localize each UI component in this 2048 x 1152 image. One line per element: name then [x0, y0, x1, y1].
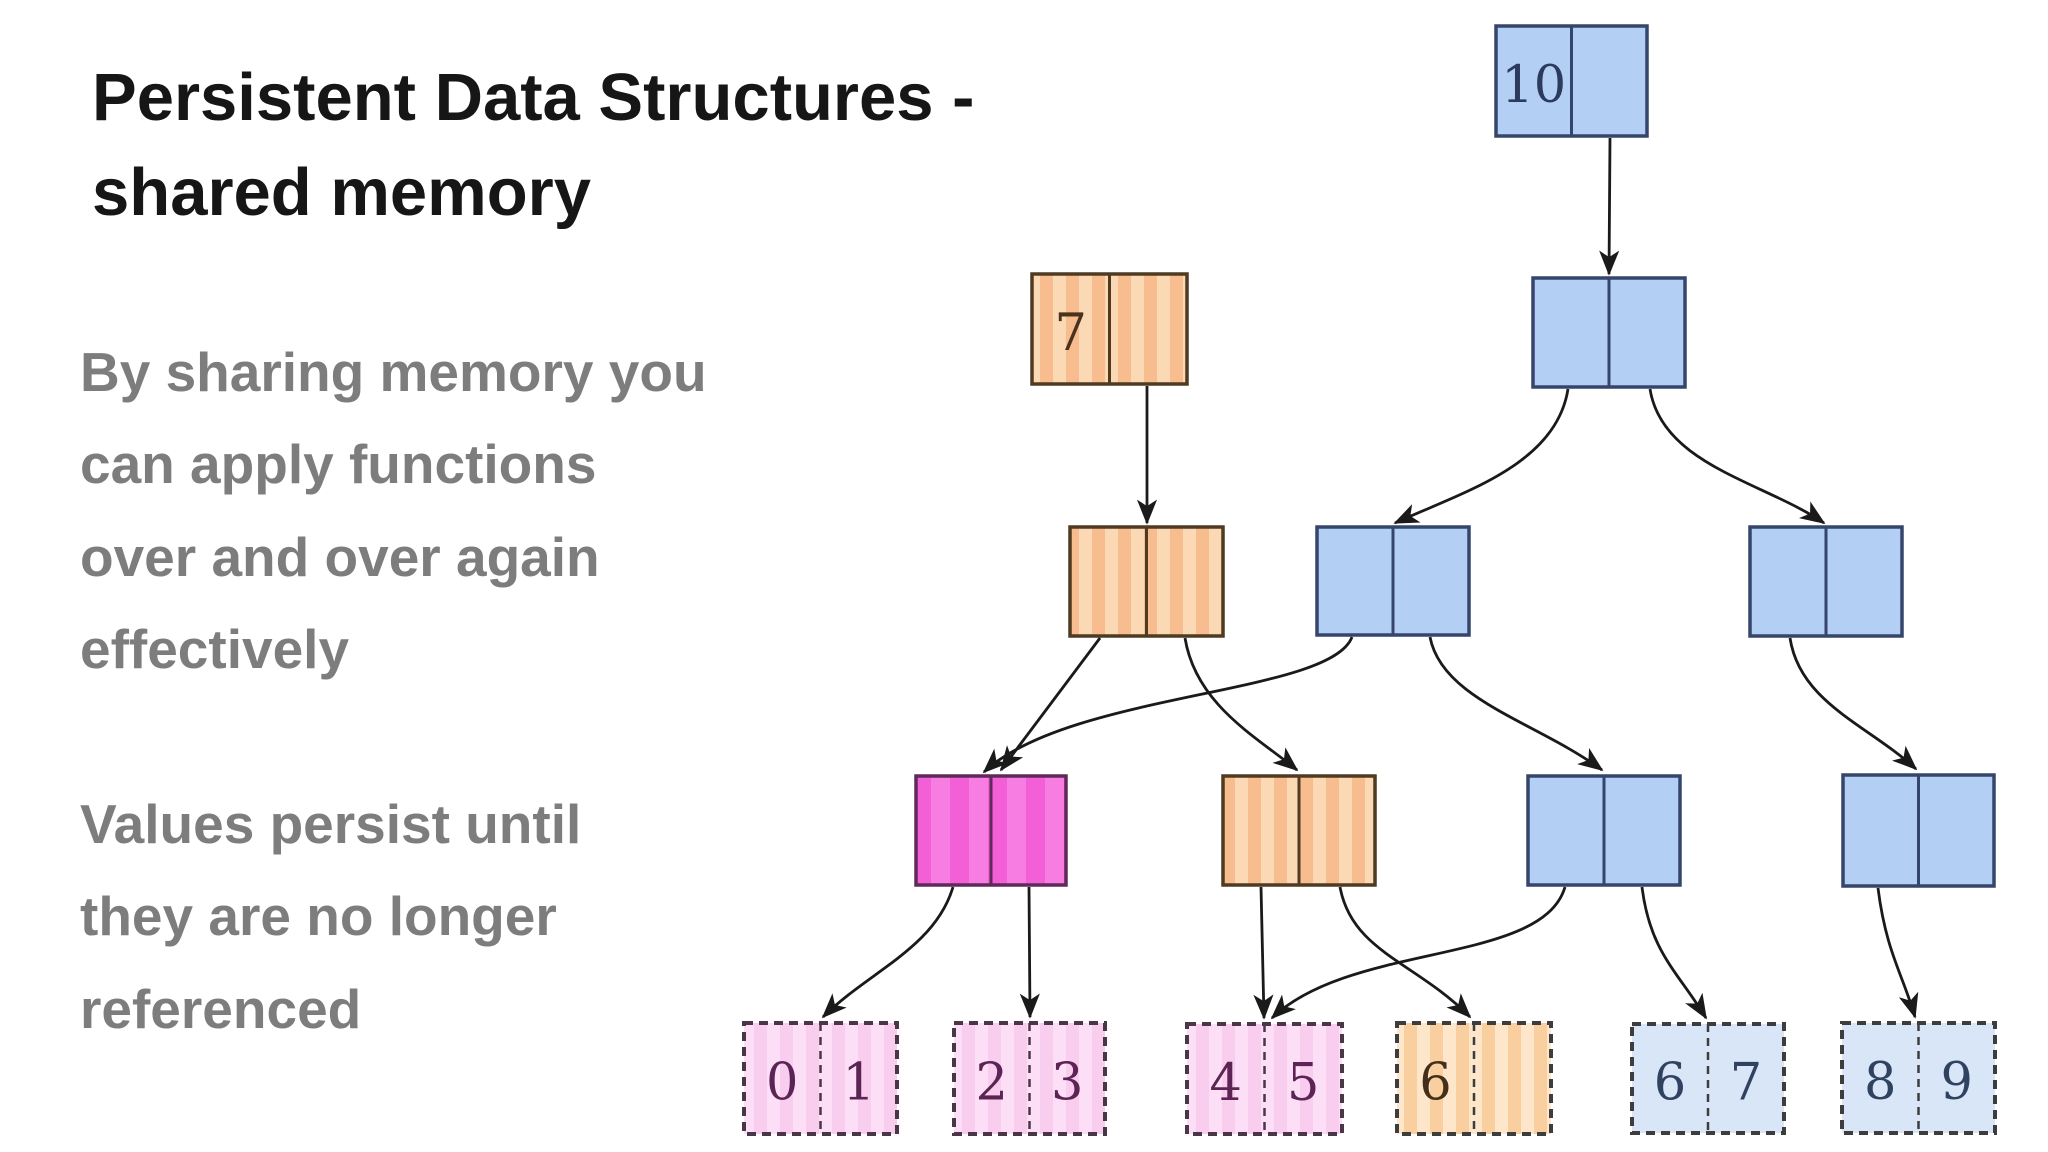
tree-edge-pink-to-leaf01 — [821, 886, 955, 1019]
cell-value-left: 2 — [976, 1053, 1008, 1112]
tree-edge-bluel3m-to-bl4a — [1428, 636, 1604, 772]
paragraph-values-persist: Values persist until they are no longer re… — [80, 778, 581, 1055]
paragraph-line: Values persist until — [80, 793, 582, 855]
cell-value-right: 5 — [1287, 1054, 1319, 1113]
paragraph-sharing-memory: By sharing memory you can apply functions… — [80, 326, 707, 696]
paragraph-line: referenced — [80, 977, 362, 1040]
slide-title-line1: Persistent Data Structures - — [92, 60, 975, 135]
cell-value-right: 9 — [1941, 1053, 1973, 1112]
tree-node-blue-l4a — [1526, 774, 1682, 887]
cell-value-left: 0 — [766, 1053, 798, 1112]
cell-value-left: 6 — [1654, 1053, 1686, 1112]
cell-value-left: 10 — [1501, 56, 1566, 115]
paragraph-line: they are no longer — [80, 885, 557, 948]
tree-edge-root-to-l2 — [1599, 137, 1620, 276]
tree-edge-bl4b-to-leaf89 — [1876, 887, 1919, 1019]
tree-edge-l2-to-blue-l3m — [1393, 388, 1570, 525]
tree-edge-bluel3m-to-pink — [982, 636, 1354, 774]
paragraph-line: By sharing memory you — [80, 341, 707, 403]
paragraph-line: over and over again — [80, 525, 600, 588]
tree-node-node-7: 7 — [1030, 272, 1189, 386]
slide-title: Persistent Data Structures - shared memo… — [92, 50, 974, 240]
cell-value-left: 8 — [1864, 1053, 1896, 1112]
slide-title-line2: shared memory — [92, 155, 591, 231]
tree-edge-l2-to-blue-l3r — [1648, 388, 1826, 525]
tree-node-orange-l3 — [1068, 525, 1225, 638]
tree-edge-bl4a-to-leaf45 — [1270, 886, 1567, 1020]
tree-edge-pink-to-leaf23 — [1019, 886, 1040, 1019]
tree-node-pink-l4 — [914, 774, 1068, 887]
paragraph-line: effectively — [80, 618, 350, 681]
paragraph-line: can apply functions — [80, 433, 597, 496]
tree-edge-bl4a-to-leaf67 — [1640, 886, 1708, 1020]
tree-node-leaf-6: 6 — [1395, 1021, 1553, 1136]
tree-node-blue-l3r — [1748, 525, 1904, 638]
tree-node-blue-l2 — [1531, 276, 1687, 389]
tree-node-root-10: 10 — [1494, 24, 1649, 138]
tree-node-blue-l4b — [1841, 773, 1996, 888]
cell-value-left: 4 — [1210, 1054, 1242, 1113]
tree-edge-ol4-to-leaf45 — [1253, 886, 1274, 1020]
tree-node-orange-l4 — [1221, 774, 1377, 887]
tree-edge-bluel3r-to-bl4b — [1788, 637, 1918, 771]
tree-node-blue-l3m — [1315, 525, 1471, 637]
cell-value-left: 6 — [1419, 1053, 1451, 1112]
cell-value-right: 3 — [1051, 1053, 1083, 1112]
cell-value-right: 1 — [843, 1053, 875, 1112]
cell-value-right: 7 — [1730, 1053, 1762, 1112]
tree-edge-orangel3-to-ol4 — [1183, 637, 1299, 772]
cell-value-left: 7 — [1055, 304, 1087, 363]
tree-edge-ol4-to-leaf6 — [1338, 886, 1472, 1019]
